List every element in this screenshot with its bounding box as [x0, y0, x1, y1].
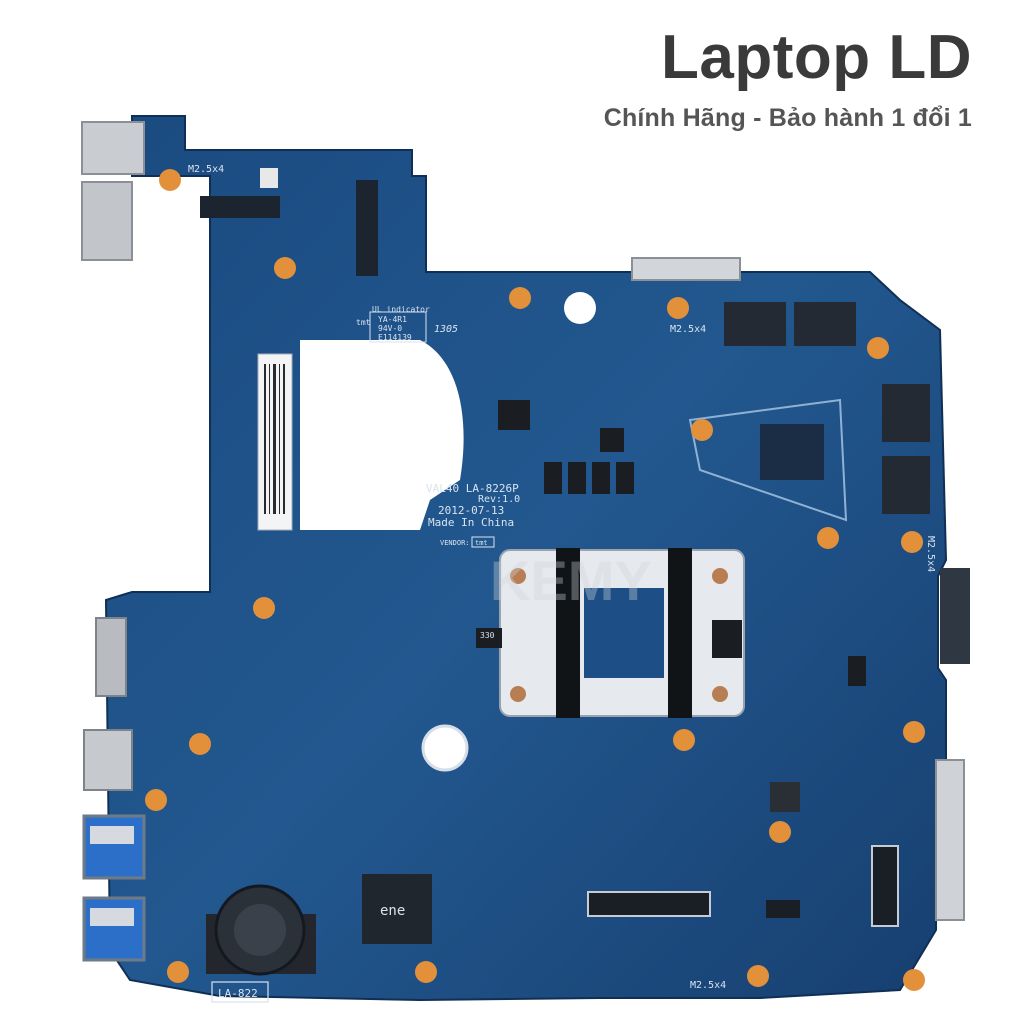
- side-connector: [871, 845, 899, 927]
- gpu-die: [760, 424, 824, 480]
- ul-tmt: tmt: [356, 318, 371, 327]
- origin-text: Made In China: [428, 516, 514, 529]
- barcode: [264, 364, 285, 514]
- ul-code1: YA-4R1: [378, 315, 407, 324]
- connector: [356, 180, 378, 276]
- screw-label-mid: M2.5x4: [670, 324, 706, 335]
- watermark: KEMY: [490, 549, 652, 612]
- screw-label-right: M2.5x4: [925, 536, 936, 572]
- cmos-battery: [206, 884, 316, 976]
- memory-chips: [724, 302, 930, 514]
- batch-code: 1305: [434, 324, 458, 335]
- ec-chip: [362, 874, 432, 944]
- screw-label-top: M2.5x4: [188, 164, 224, 175]
- model-line: VAL40 LA-8226P: [426, 482, 519, 495]
- left-ports: [81, 121, 146, 962]
- right-connectors: [631, 257, 970, 921]
- connector: [200, 196, 280, 218]
- ul-box: [369, 311, 427, 343]
- header: Laptop LD Chính Hãng - Bảo hành 1 đổi 1: [604, 22, 972, 133]
- board-date: 2012-07-13: [438, 504, 504, 517]
- battery-label: LA-822: [218, 987, 258, 1000]
- ul-code3: E114139: [378, 333, 412, 342]
- screw-label-bottom: M2.5x4: [690, 980, 726, 991]
- board-cutout: [300, 340, 464, 530]
- battery-label-box: [211, 981, 269, 1003]
- choke-label: 330: [480, 631, 495, 640]
- vendor-box: [471, 536, 495, 548]
- cpu-bracket: [499, 548, 745, 718]
- mount-hole: [421, 724, 469, 772]
- ec-chip-brand: ene: [380, 903, 405, 919]
- touchpad-connector: [766, 900, 800, 918]
- power-components: [476, 400, 866, 812]
- revision: Rev:1.0: [478, 494, 520, 505]
- switch: [260, 168, 278, 188]
- brand-tagline: Chính Hãng - Bảo hành 1 đổi 1: [603, 104, 972, 132]
- vendor-name: tmt: [475, 539, 488, 547]
- ul-label: UL indicator: [372, 305, 430, 314]
- ul-code2: 94V-0: [378, 324, 402, 333]
- vendor-label: VENDOR:: [440, 539, 470, 547]
- gpu-outline: [688, 398, 848, 522]
- keyboard-connector: [587, 891, 711, 917]
- brand-title: Laptop LD: [661, 23, 972, 92]
- mount-hole: [564, 292, 596, 324]
- screw-pads: [145, 169, 925, 991]
